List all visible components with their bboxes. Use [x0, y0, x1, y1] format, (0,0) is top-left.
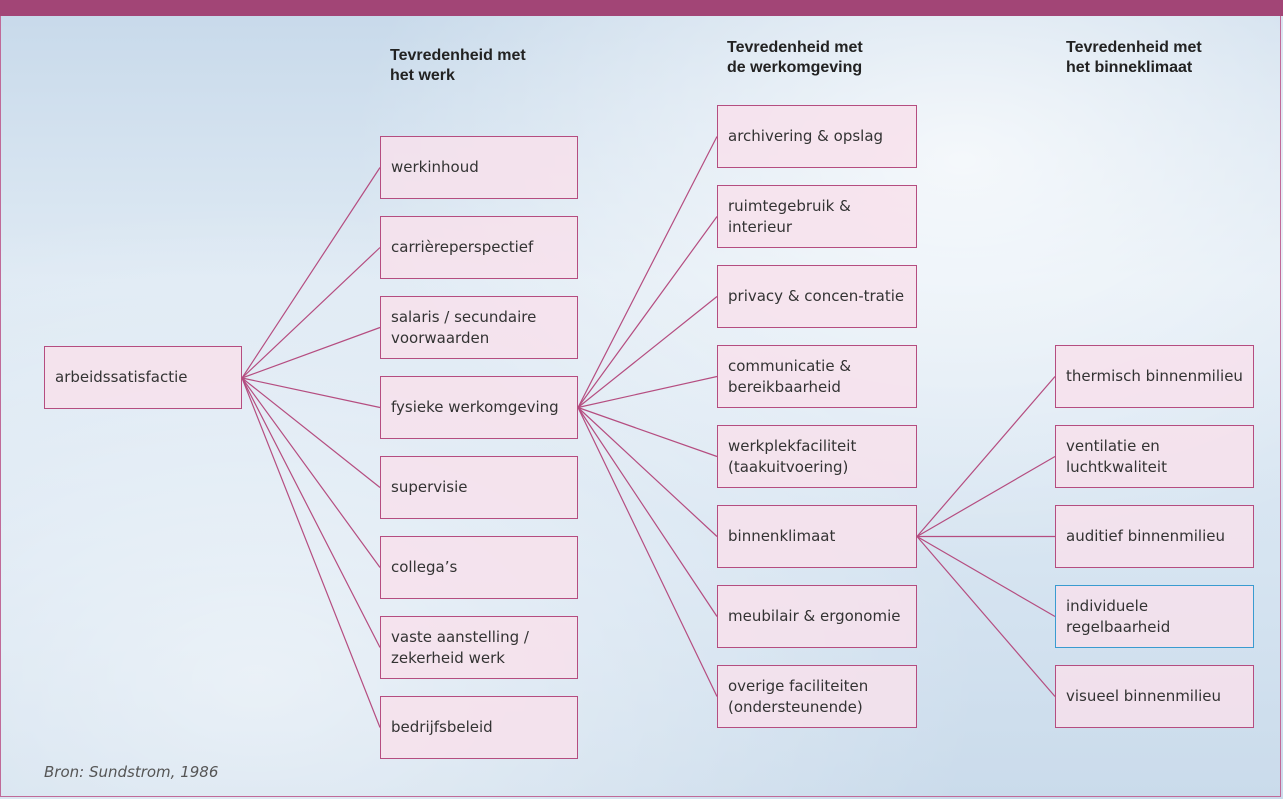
connector-line — [241, 377, 381, 568]
work-node-label: fysieke werkomgeving — [391, 398, 559, 416]
work-node-label: collega’s — [391, 558, 458, 576]
climate-node-label: auditief binnenmilieu — [1066, 527, 1226, 545]
environment-node-label: ruimtegebruik & interieur — [728, 196, 851, 236]
work-node: fysieke werkomgeving — [380, 376, 578, 439]
environment-node-label: binnenklimaat — [728, 527, 836, 545]
connector-line — [577, 375, 718, 409]
environment-node: binnenklimaat — [717, 505, 917, 568]
environment-node-label: archivering & opslag — [728, 127, 884, 145]
connector-line — [241, 326, 381, 379]
root-node: arbeidssatisfactie — [44, 346, 242, 409]
connector-line — [241, 377, 381, 409]
environment-node: archivering & opslag — [717, 105, 917, 168]
connector-line — [241, 377, 381, 728]
work-node: carrièreperspectief — [380, 216, 578, 279]
work-node-label: carrièreperspectief — [391, 238, 534, 256]
connector-line — [577, 136, 718, 408]
environment-node: communicatie & bereikbaarheid — [717, 345, 917, 408]
work-node: salaris / secundaire voorwaarden — [380, 296, 578, 359]
connector-line — [577, 406, 718, 458]
environment-node-label: meubilair & ergonomie — [728, 607, 901, 625]
top-bar — [0, 0, 1283, 16]
work-node-label: vaste aanstelling / zekerheid werk — [391, 627, 529, 667]
climate-node-label: ventilatie en luchtkwaliteit — [1066, 436, 1167, 476]
environment-node-label: privacy & concen-tratie — [728, 287, 905, 305]
connector-line — [577, 407, 718, 537]
work-node-label: bedrijfsbeleid — [391, 718, 493, 736]
connector-line — [577, 407, 718, 697]
work-node-label: werkinhoud — [391, 158, 479, 176]
connector-line — [916, 536, 1056, 697]
frame-border — [0, 16, 1281, 797]
environment-node: privacy & concen-tratie — [717, 265, 917, 328]
environment-node: werkplekfaciliteit (taakuitvoering) — [717, 425, 917, 488]
environment-node-label: communicatie & bereikbaarheid — [728, 356, 852, 396]
environment-node-label: werkplekfaciliteit (taakuitvoering) — [728, 436, 857, 476]
connector-line — [241, 167, 381, 379]
header-work: Tevredenheid met het werk — [390, 47, 526, 84]
climate-node: thermisch binnenmilieu — [1055, 345, 1254, 408]
work-node: bedrijfsbeleid — [380, 696, 578, 759]
connector-line — [241, 377, 381, 488]
climate-node-label: thermisch binnenmilieu — [1066, 367, 1243, 385]
work-node: werkinhoud — [380, 136, 578, 199]
work-node-label: salaris / secundaire voorwaarden — [391, 307, 537, 347]
environment-node-label: overige faciliteiten (ondersteunende) — [728, 676, 869, 716]
connector-line — [577, 407, 718, 617]
climate-node-label: visueel binnenmilieu — [1066, 687, 1222, 705]
connector-line — [916, 455, 1056, 538]
climate-node-label: individuele regelbaarheid — [1066, 596, 1171, 636]
work-node: collega’s — [380, 536, 578, 599]
work-node-label: supervisie — [391, 478, 468, 496]
header-environment: Tevredenheid met de werkomgeving — [727, 39, 863, 76]
environment-node: overige faciliteiten (ondersteunende) — [717, 665, 917, 728]
connector-line — [916, 535, 1056, 618]
connector-line — [916, 376, 1056, 537]
climate-node: auditief binnenmilieu — [1055, 505, 1254, 568]
connector-line — [241, 377, 381, 648]
work-node: vaste aanstelling / zekerheid werk — [380, 616, 578, 679]
source-caption: Bron: Sundstrom, 1986 — [44, 763, 219, 781]
connector-line — [577, 216, 718, 408]
environment-node: meubilair & ergonomie — [717, 585, 917, 648]
connector-line — [241, 247, 381, 379]
environment-node: ruimtegebruik & interieur — [717, 185, 917, 248]
root-label: arbeidssatisfactie — [55, 368, 188, 386]
header-climate: Tevredenheid met het binneklimaat — [1066, 39, 1202, 76]
climate-node: individuele regelbaarheid — [1055, 585, 1254, 648]
climate-node: visueel binnenmilieu — [1055, 665, 1254, 728]
connector-line — [577, 296, 718, 408]
work-node: supervisie — [380, 456, 578, 519]
climate-node: ventilatie en luchtkwaliteit — [1055, 425, 1254, 488]
